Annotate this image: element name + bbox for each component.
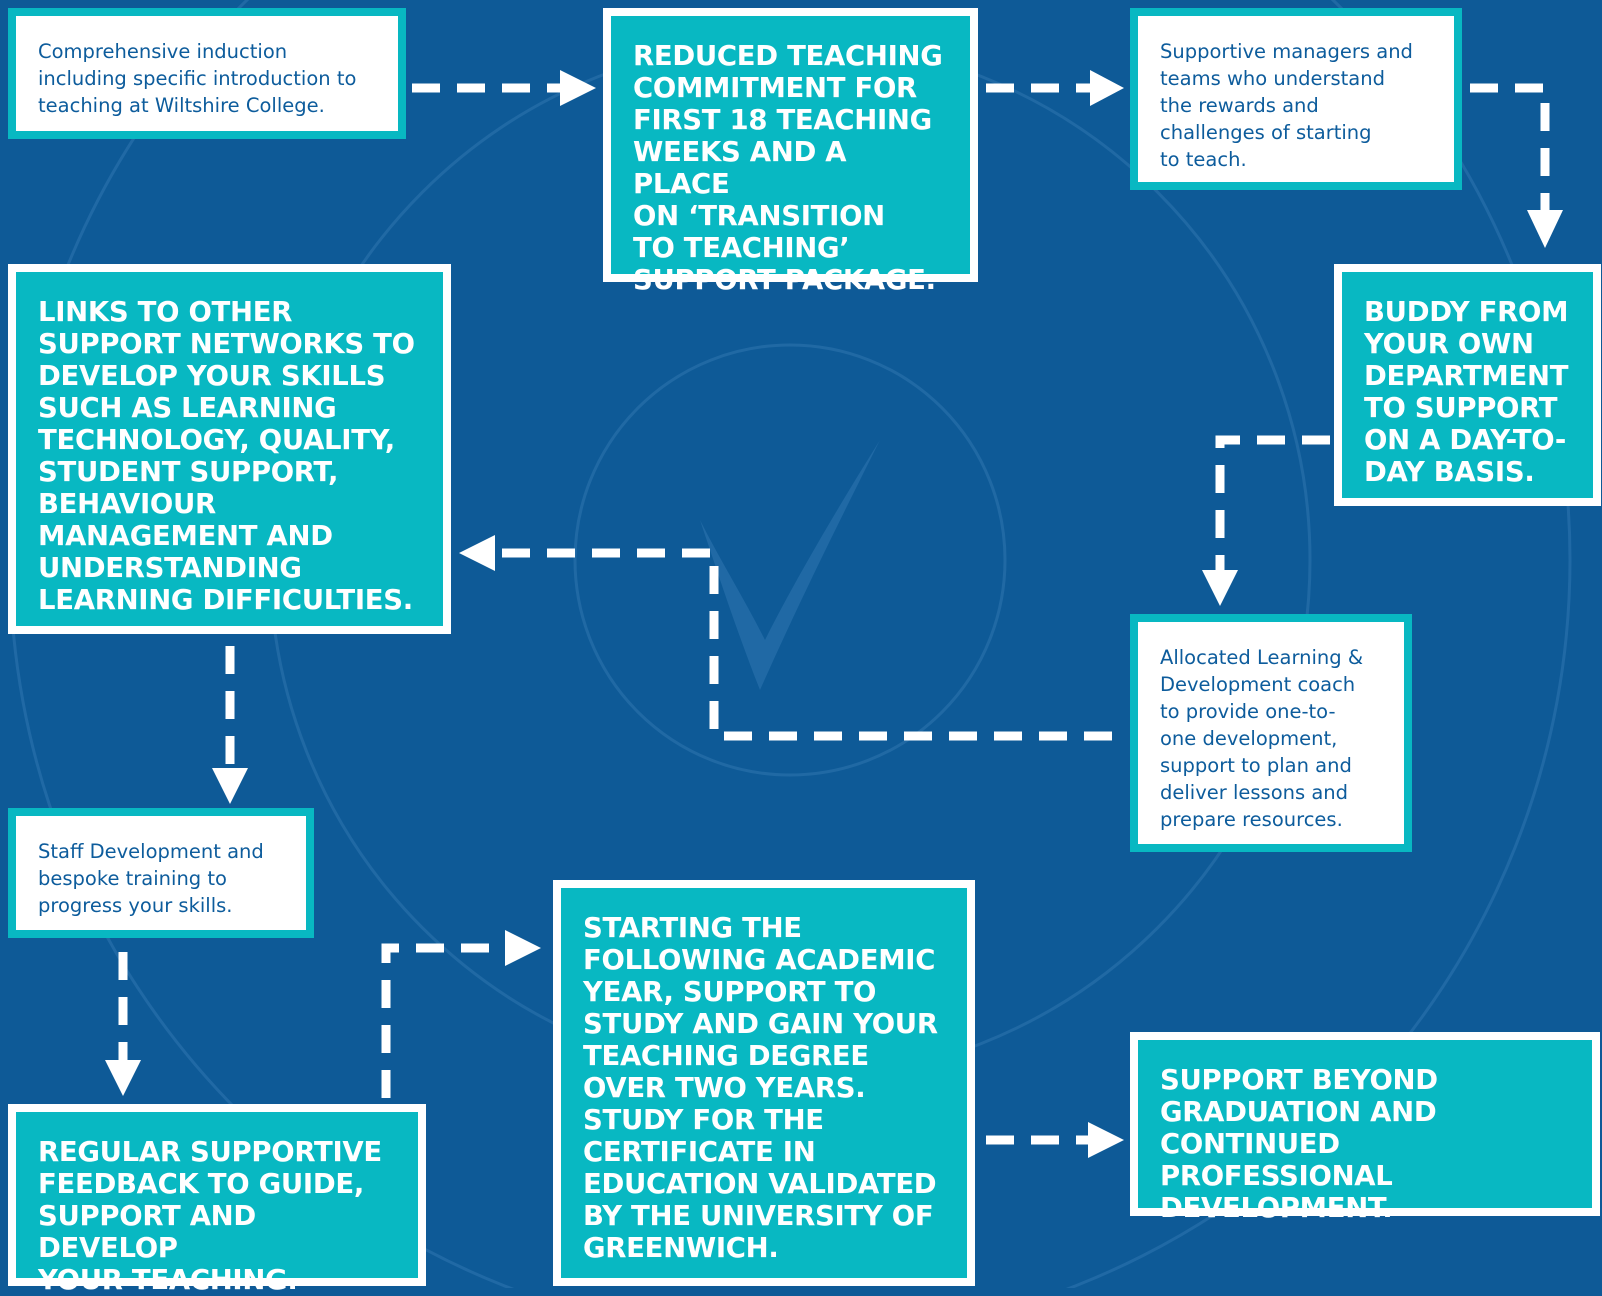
box-beyond-graduation-text: SUPPORT BEYOND GRADUATION AND CONTINUED … bbox=[1160, 1064, 1438, 1224]
box-induction: Comprehensive induction including specif… bbox=[8, 8, 406, 139]
box-supportive-managers: Supportive managers and teams who unders… bbox=[1130, 8, 1462, 190]
background-ring-inner bbox=[573, 343, 1007, 777]
box-links-networks-text: LINKS TO OTHER SUPPORT NETWORKS TO DEVEL… bbox=[38, 296, 415, 616]
box-regular-feedback-text: REGULAR SUPPORTIVE FEEDBACK TO GUIDE, SU… bbox=[38, 1136, 382, 1296]
box-teaching-degree: STARTING THE FOLLOWING ACADEMIC YEAR, SU… bbox=[553, 880, 975, 1286]
box-induction-text: Comprehensive induction including specif… bbox=[38, 40, 357, 117]
box-buddy-text: BUDDY FROM YOUR OWN DEPARTMENT TO SUPPOR… bbox=[1364, 296, 1569, 488]
box-links-networks: LINKS TO OTHER SUPPORT NETWORKS TO DEVEL… bbox=[8, 264, 451, 634]
tick-logo-icon bbox=[700, 440, 880, 690]
box-buddy: BUDDY FROM YOUR OWN DEPARTMENT TO SUPPOR… bbox=[1334, 264, 1601, 506]
box-teaching-degree-text: STARTING THE FOLLOWING ACADEMIC YEAR, SU… bbox=[583, 912, 938, 1264]
box-reduced-teaching-text: REDUCED TEACHING COMMITMENT FOR FIRST 18… bbox=[633, 40, 943, 296]
box-coach-text: Allocated Learning & Development coach t… bbox=[1160, 646, 1364, 831]
box-beyond-graduation: SUPPORT BEYOND GRADUATION AND CONTINUED … bbox=[1130, 1032, 1600, 1224]
box-staff-development-text: Staff Development and bespoke training t… bbox=[38, 840, 264, 917]
box-coach: Allocated Learning & Development coach t… bbox=[1130, 614, 1412, 852]
box-staff-development: Staff Development and bespoke training t… bbox=[8, 808, 314, 938]
box-regular-feedback: REGULAR SUPPORTIVE FEEDBACK TO GUIDE, SU… bbox=[8, 1104, 426, 1296]
box-reduced-teaching: REDUCED TEACHING COMMITMENT FOR FIRST 18… bbox=[603, 8, 978, 296]
box-supportive-managers-text: Supportive managers and teams who unders… bbox=[1160, 40, 1413, 171]
